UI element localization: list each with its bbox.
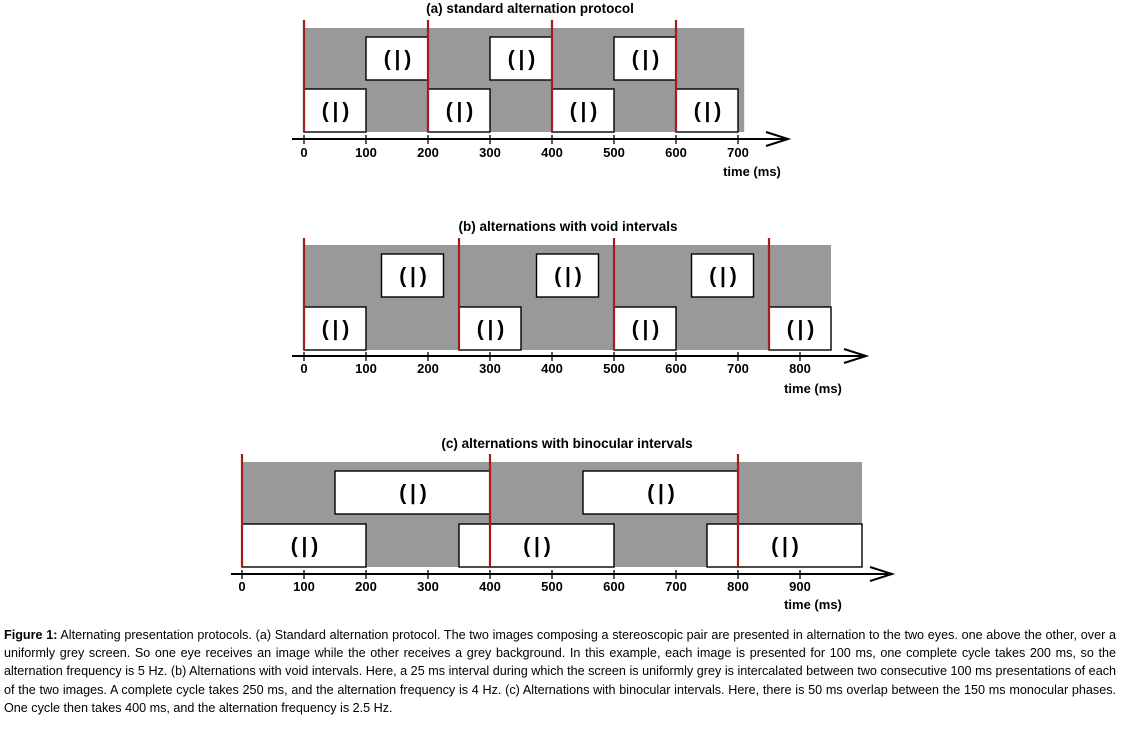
panel-a-bottom-eye-image-box: [675, 88, 739, 133]
panel-a-title: (a) standard alternation protocol: [426, 1, 634, 16]
panel-c-tick-label: 500: [541, 579, 563, 594]
panel-b-bottom-eye-stimulus: ( | ): [477, 318, 504, 341]
panel-b-top-eye-stimulus: ( | ): [709, 265, 736, 288]
panel-c-axis-arrow: [869, 566, 896, 582]
panel-a-bottom-eye-stimulus: ( | ): [446, 100, 473, 123]
panel-a-top-eye-image-box: [365, 36, 429, 81]
panel-b-bottom-eye-stimulus: ( | ): [632, 318, 659, 341]
panel-b-top-eye-image-box: [535, 253, 600, 298]
panel-b-top-eye-stimulus: ( | ): [399, 265, 426, 288]
panel-c-bottom-eye-stimulus: ( | ): [523, 535, 550, 558]
panel-c-tick-label: 400: [479, 579, 501, 594]
panel-a-bottom-eye-stimulus: ( | ): [322, 100, 349, 123]
panel-b-axis-arrow: [843, 348, 870, 364]
caption-label: Figure 1:: [4, 628, 58, 642]
protocol-figure: (a) standard alternation protocol ( | ) ( …: [231, 1, 896, 612]
panel-a-axis-arrow: [765, 131, 792, 147]
panel-b-top-eye-image-box: [690, 253, 755, 298]
panel-b-tick-label: 300: [479, 361, 501, 376]
panel-c-bottom-eye-stimulus: ( | ): [291, 535, 318, 558]
figure-caption: Figure 1: Alternating presentation proto…: [4, 626, 1116, 717]
panel-b-tick-label: 500: [603, 361, 625, 376]
panel-a-tick-label: 100: [355, 145, 377, 160]
panel-c-top-eye-stimulus: ( | ): [647, 482, 674, 505]
panel-b-top-eye-image-box: [380, 253, 445, 298]
panel-c-bottom-eye-stimulus: ( | ): [771, 535, 798, 558]
panel-a-bottom-eye-stimulus: ( | ): [570, 100, 597, 123]
panel-a-top-eye-image-box: [613, 36, 677, 81]
panel-a-tick-label: 300: [479, 145, 501, 160]
panel-a-top-eye-stimulus: ( | ): [384, 48, 411, 71]
panel-a-tick-label: 400: [541, 145, 563, 160]
panel-a-top-eye-stimulus: ( | ): [632, 48, 659, 71]
panel-b-tick-label: 0: [300, 361, 307, 376]
panel-c-tick-label: 200: [355, 579, 377, 594]
panel-c-tick-label: 300: [417, 579, 439, 594]
panel-a-tick-label: 700: [727, 145, 749, 160]
panel-c-bottom-eye-image-box: [458, 523, 615, 568]
panel-c-bottom-eye-image-box: [241, 523, 367, 568]
panel-a-tick-label: 200: [417, 145, 439, 160]
panel-c-tick-label: 800: [727, 579, 749, 594]
panel-c-tick-label: 700: [665, 579, 687, 594]
panel-a-tick-label: 600: [665, 145, 687, 160]
panel-c-tick-label: 900: [789, 579, 811, 594]
panel-b-bottom-eye-image-box: [303, 306, 367, 351]
panel-b-bottom-eye-image-box: [613, 306, 677, 351]
caption-text: Alternating presentation protocols. (a) …: [4, 628, 1116, 715]
panel-b-tick-label: 600: [665, 361, 687, 376]
panel-b-title: (b) alternations with void intervals: [458, 219, 677, 234]
panel-a-bottom-eye-image-box: [427, 88, 491, 133]
panel-b-bottom-eye-stimulus: ( | ): [787, 318, 814, 341]
panel-b-tick-label: 800: [789, 361, 811, 376]
panel-b-tick-label: 400: [541, 361, 563, 376]
panel-b-tick-label: 200: [417, 361, 439, 376]
panel-a-top-eye-image-box: [489, 36, 553, 81]
panel-a-tick-label: 0: [300, 145, 307, 160]
panel-a-time-label: time (ms): [723, 164, 781, 179]
panel-c-tick-label: 600: [603, 579, 625, 594]
panel-b-time-label: time (ms): [784, 381, 842, 396]
panel-b-bottom-eye-image-box: [458, 306, 522, 351]
panel-b-bottom-eye-stimulus: ( | ): [322, 318, 349, 341]
panel-c-tick-label: 0: [238, 579, 245, 594]
panel-c-time-label: time (ms): [784, 597, 842, 612]
panel-c-bottom-eye-image-box: [706, 523, 863, 568]
panel-b-bottom-eye-image-box: [768, 306, 832, 351]
panel-c-tick-label: 100: [293, 579, 315, 594]
panel-a-bottom-eye-image-box: [303, 88, 367, 133]
panel-b-top-eye-stimulus: ( | ): [554, 265, 581, 288]
panel-a-bottom-eye-image-box: [551, 88, 615, 133]
panel-c-top-eye-image-box: [582, 470, 739, 515]
panel-a-bottom-eye-stimulus: ( | ): [694, 100, 721, 123]
panel-a-tick-label: 500: [603, 145, 625, 160]
panel-b-tick-label: 100: [355, 361, 377, 376]
panel-a-top-eye-stimulus: ( | ): [508, 48, 535, 71]
panel-c-top-eye-stimulus: ( | ): [399, 482, 426, 505]
panel-c-title: (c) alternations with binocular interval…: [441, 436, 692, 451]
panel-c-top-eye-image-box: [334, 470, 491, 515]
panel-b-tick-label: 700: [727, 361, 749, 376]
